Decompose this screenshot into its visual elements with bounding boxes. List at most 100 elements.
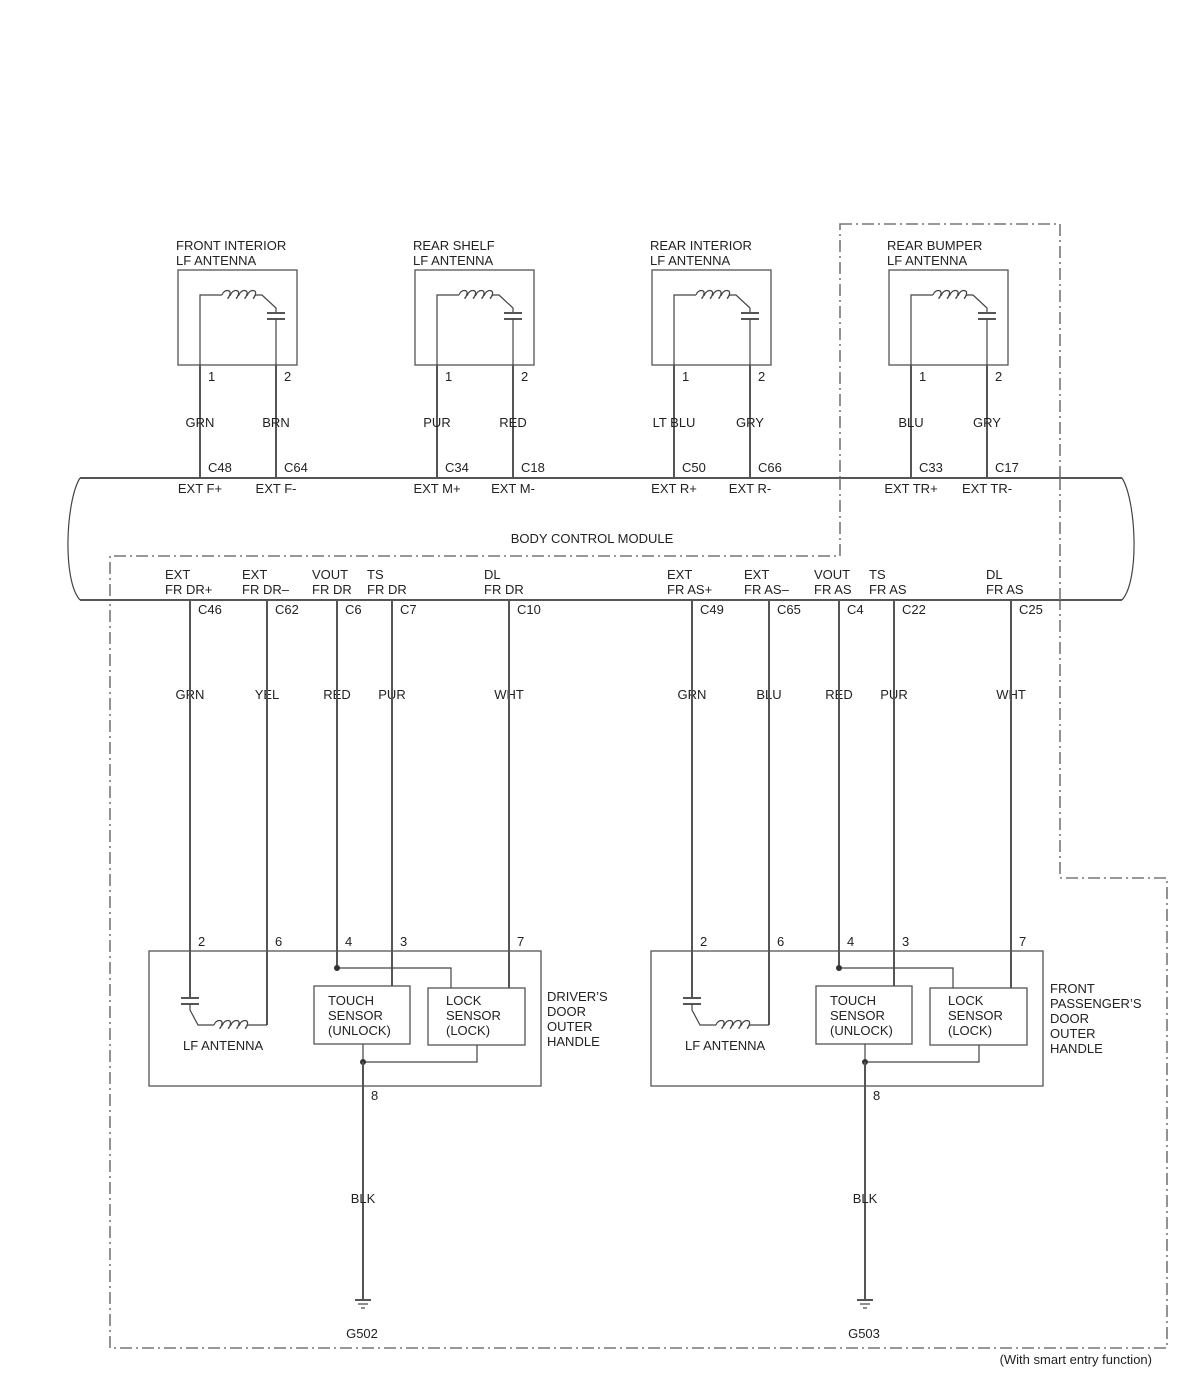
sensor-return (864, 1044, 980, 1063)
module-right-edge (1121, 477, 1135, 601)
antenna-lead (256, 294, 277, 313)
wire-color-label: GRY (973, 415, 1001, 430)
pin-number: 8 (371, 1088, 378, 1103)
signal-label: EXT M- (491, 481, 535, 496)
touch-sensor-label-1: TOUCH (830, 993, 876, 1008)
pin-number: 7 (517, 934, 524, 949)
connector-label: C48 (208, 460, 232, 475)
pin-signal-line2: FR AS (869, 582, 907, 597)
antenna-lead (199, 294, 222, 365)
antenna-lead (493, 294, 514, 313)
coil-icon (932, 289, 968, 299)
touch-sensor-label-3: (UNLOCK) (328, 1023, 391, 1038)
smart-entry-boundary (109, 223, 1168, 1349)
pin-number: 2 (995, 369, 1002, 384)
door-handle-name: PASSENGER’S (1050, 996, 1142, 1011)
lock-sensor-label-2: SENSOR (948, 1008, 1003, 1023)
antenna-title-line2: LF ANTENNA (413, 253, 494, 268)
pin-signal-line1: EXT (165, 567, 190, 582)
coil-icon (715, 1019, 751, 1029)
pin-signal-line2: FR DR (367, 582, 407, 597)
signal-label: EXT R+ (651, 481, 697, 496)
signal-label: EXT TR+ (884, 481, 937, 496)
lock-sensor-box (929, 987, 1028, 1046)
pin-signal-line2: FR DR– (242, 582, 290, 597)
ground-label: G503 (848, 1326, 880, 1341)
connector-label: C64 (284, 460, 308, 475)
wire-color-label: GRY (736, 415, 764, 430)
antenna-lead (436, 294, 459, 365)
door-handle-name: OUTER (547, 1019, 593, 1034)
coil-icon (221, 289, 257, 299)
signal-label: EXT TR- (962, 481, 1012, 496)
handle-antenna-lead (691, 1004, 716, 1026)
wire-color-label: RED (499, 415, 526, 430)
antenna-lead (967, 294, 988, 313)
pin-number: 6 (777, 934, 784, 949)
door-handle-name: DOOR (1050, 1011, 1089, 1026)
lock-sensor-label-1: LOCK (948, 993, 984, 1008)
sensor-return (362, 1044, 478, 1063)
signal-label: EXT M+ (413, 481, 460, 496)
lock-sensor-label-3: (LOCK) (948, 1023, 992, 1038)
handle-antenna-label: LF ANTENNA (183, 1038, 264, 1053)
lock-sensor-label-3: (LOCK) (446, 1023, 490, 1038)
connector-label: C46 (198, 602, 222, 617)
pin-signal-line1: EXT (744, 567, 769, 582)
pin-number: 1 (445, 369, 452, 384)
antenna-box (888, 269, 1009, 366)
sensor-feed (337, 967, 452, 988)
pin-number: 2 (758, 369, 765, 384)
module-left-edge (67, 477, 81, 601)
door-handle-name: DOOR (547, 1004, 586, 1019)
door-handle-name: HANDLE (547, 1034, 600, 1049)
pin-signal-line1: DL (986, 567, 1003, 582)
pin-number: 3 (400, 934, 407, 949)
pin-signal-line1: DL (484, 567, 501, 582)
antenna-lead (673, 294, 696, 365)
wire-color-label: LT BLU (653, 415, 696, 430)
connector-label: C66 (758, 460, 782, 475)
connector-label: C4 (847, 602, 864, 617)
pin-number: 1 (682, 369, 689, 384)
wire-color-label: BLK (853, 1191, 878, 1206)
pin-number: 7 (1019, 934, 1026, 949)
signal-label: EXT R- (729, 481, 771, 496)
connector-label: C49 (700, 602, 724, 617)
connector-label: C22 (902, 602, 926, 617)
antenna-lead (910, 294, 933, 365)
antenna-lead (730, 294, 751, 313)
antenna-title-line2: LF ANTENNA (650, 253, 731, 268)
pin-signal-line2: FR AS (986, 582, 1024, 597)
door-handle-name: OUTER (1050, 1026, 1096, 1041)
wire-color-label: BRN (262, 415, 289, 430)
pin-number: 1 (208, 369, 215, 384)
lock-sensor-label-2: SENSOR (446, 1008, 501, 1023)
pin-signal-line1: VOUT (814, 567, 850, 582)
antenna-title-line1: REAR INTERIOR (650, 238, 752, 253)
connector-label: C33 (919, 460, 943, 475)
coil-icon (695, 289, 731, 299)
pin-number: 6 (275, 934, 282, 949)
connector-label: C10 (517, 602, 541, 617)
door-handle-name: HANDLE (1050, 1041, 1103, 1056)
ground-label: G502 (346, 1326, 378, 1341)
antenna-box (177, 269, 298, 366)
antenna-title-line1: REAR BUMPER (887, 238, 982, 253)
coil-icon (213, 1019, 249, 1029)
pin-number: 2 (521, 369, 528, 384)
junction-dot (836, 965, 842, 971)
pin-signal-line1: TS (869, 567, 886, 582)
sensor-feed (839, 967, 954, 988)
module-fill (67, 478, 1135, 600)
pin-signal-line2: FR DR (312, 582, 352, 597)
antenna-box (651, 269, 772, 366)
handle-antenna-label: LF ANTENNA (685, 1038, 766, 1053)
pin-number: 4 (847, 934, 854, 949)
pin-number: 2 (198, 934, 205, 949)
connector-label: C18 (521, 460, 545, 475)
antenna-title-line2: LF ANTENNA (176, 253, 257, 268)
connector-label: C7 (400, 602, 417, 617)
connector-label: C34 (445, 460, 469, 475)
